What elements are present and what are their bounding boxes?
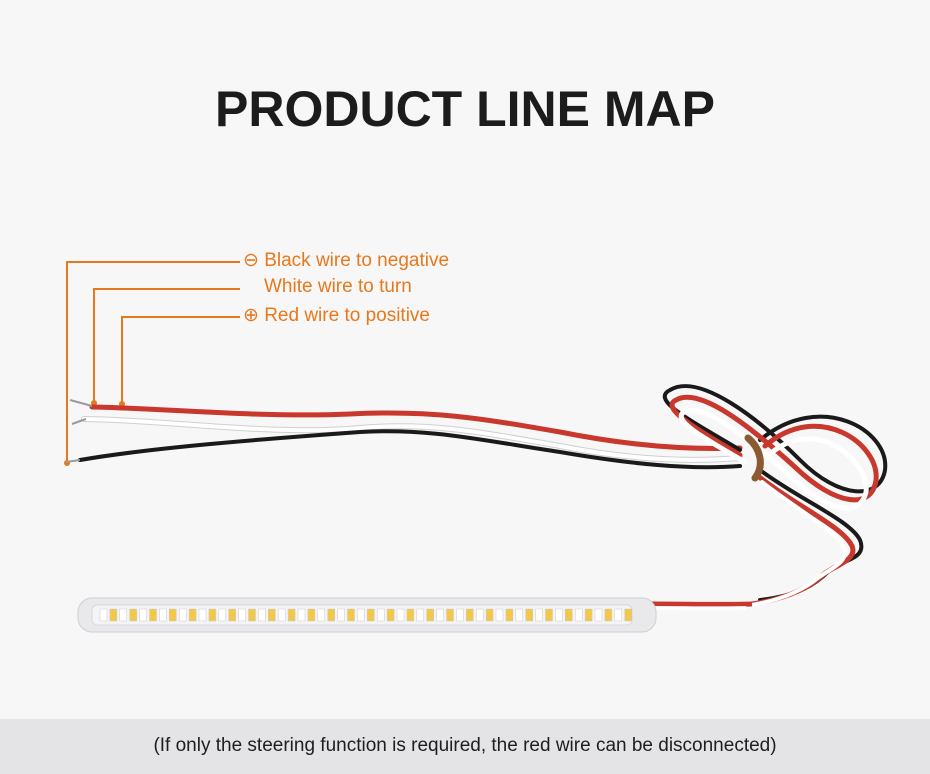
led-chip: [376, 608, 385, 622]
led-chip: [327, 608, 335, 622]
callout-black-wire: ⊖ Black wire to negative: [243, 249, 449, 272]
led-chip: [258, 608, 266, 622]
callout-red-label: Red wire to positive: [264, 305, 430, 326]
red-wire: [89, 404, 743, 451]
led-chip: [337, 608, 345, 622]
callout-leaders: [66, 261, 240, 463]
led-chip: [149, 608, 157, 622]
led-chip: [495, 608, 504, 622]
led-chip: [367, 608, 375, 622]
led-chip: [545, 608, 553, 622]
led-chip: [555, 608, 563, 622]
plus-circle-icon: ⊕: [243, 305, 259, 326]
led-chip: [614, 608, 623, 622]
footer-note: (If only the steering function is requir…: [153, 735, 777, 756]
leader-black-wire: [66, 261, 240, 463]
led-chip: [406, 608, 415, 622]
led-chip: [228, 608, 236, 622]
minus-circle-icon: ⊖: [243, 250, 259, 271]
led-chips: [99, 608, 632, 622]
led-chip: [525, 608, 533, 622]
led-chip: [357, 608, 365, 622]
led-chip: [248, 608, 256, 622]
led-chip: [475, 608, 484, 622]
led-chip: [584, 608, 593, 622]
led-chip: [188, 608, 197, 622]
led-chip: [386, 608, 395, 622]
led-chip: [277, 608, 286, 622]
led-chip: [159, 608, 167, 622]
led-chip: [396, 608, 405, 622]
led-chip: [515, 608, 524, 622]
led-chip: [129, 608, 137, 622]
led-chip: [416, 608, 425, 622]
led-chip: [238, 608, 246, 622]
led-chip: [268, 608, 276, 622]
led-chip: [565, 608, 573, 622]
page-title: PRODUCT LINE MAP: [215, 81, 715, 137]
led-chip: [624, 608, 632, 622]
callout-white-wire: White wire to turn: [264, 276, 412, 298]
led-chip: [594, 608, 603, 622]
led-chip: [99, 608, 108, 622]
led-chip: [169, 608, 177, 622]
led-chip: [297, 608, 306, 622]
led-chip: [574, 608, 583, 622]
led-chip: [287, 608, 296, 622]
led-chip: [317, 608, 326, 622]
led-chip: [446, 608, 454, 622]
led-chip: [109, 608, 118, 622]
wire-coil: [662, 384, 888, 608]
callout-white-label: White wire to turn: [264, 276, 412, 297]
led-chip: [426, 608, 434, 622]
led-chip: [456, 608, 464, 622]
black-wire: [78, 429, 742, 470]
led-chip: [307, 608, 316, 622]
leader-red-wire: [121, 316, 240, 404]
led-chip: [178, 608, 187, 622]
wire-tips: [65, 399, 93, 463]
led-chip: [218, 608, 227, 622]
led-chip: [604, 608, 613, 622]
led-chip: [535, 608, 543, 622]
callout-red-wire: ⊕ Red wire to positive: [243, 304, 430, 327]
led-chip: [347, 608, 355, 622]
led-chip: [505, 608, 514, 622]
led-chip: [208, 608, 217, 622]
led-chip: [119, 608, 128, 622]
leader-dot-white: [91, 400, 97, 406]
leader-white-wire: [93, 288, 240, 403]
callout-black-label: Black wire to negative: [264, 250, 450, 271]
footer-bar: [0, 719, 930, 774]
led-strip: [77, 597, 657, 633]
led-chip: [466, 608, 474, 622]
led-chip: [485, 608, 494, 622]
wire-bundle: [78, 404, 743, 470]
led-chip: [198, 608, 207, 622]
led-chip: [139, 608, 147, 622]
led-chip: [436, 608, 444, 622]
cable-tie: [744, 434, 764, 482]
